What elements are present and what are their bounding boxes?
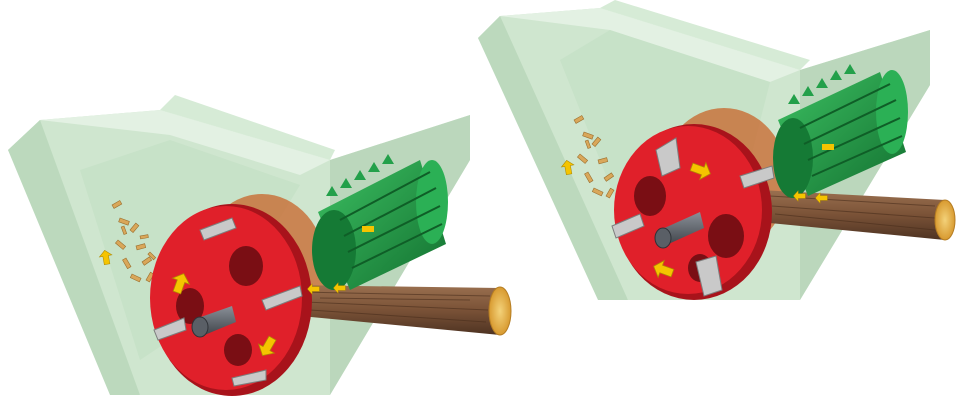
chipper-left (8, 95, 511, 396)
chipper-right (478, 0, 955, 300)
